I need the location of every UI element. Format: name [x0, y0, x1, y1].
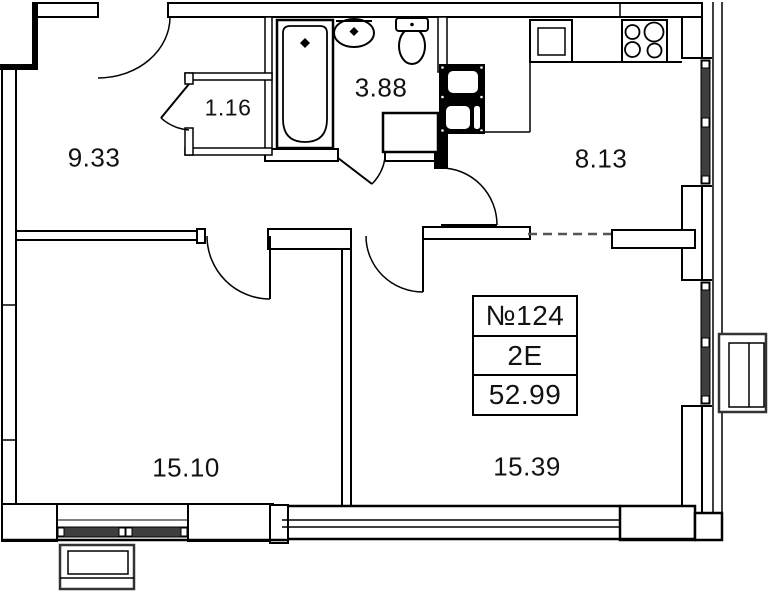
vent-shaft: [439, 64, 485, 134]
window-kitchen: [682, 57, 712, 187]
window-living-bottom: [282, 504, 695, 541]
wardrobe-door: [160, 83, 190, 131]
stove-4-burners: [621, 19, 668, 63]
living-room-door: [365, 235, 424, 293]
bedroom-door: [206, 235, 271, 300]
exterior-walls: [0, 2, 724, 544]
room-label-hall-room: 9.33: [67, 142, 121, 173]
bathtub: [275, 18, 335, 150]
room-label-bedroom: 15.10: [152, 452, 220, 483]
window-bedroom: [2, 503, 288, 542]
facade-lines: [712, 2, 723, 513]
toilet: [395, 17, 429, 65]
unit-total-area: 52.99: [472, 374, 578, 416]
room-label-wardrobe: 1.16: [204, 94, 252, 121]
unit-layout-type: 2E: [472, 334, 578, 377]
bathroom-door: [337, 157, 386, 185]
room-label-bathroom: 3.88: [354, 72, 408, 103]
windows: [2, 57, 712, 542]
unit-number: №124: [472, 295, 578, 337]
bathroom-sink: [333, 18, 375, 48]
washing-machine: [381, 111, 440, 154]
room-label-kitchen: 8.13: [574, 143, 628, 174]
entrance-door: [97, 16, 171, 79]
kitchen-door: [440, 167, 498, 226]
ac-basket: [717, 332, 768, 414]
kitchen-sink: [529, 19, 573, 63]
balcony-basket: [58, 543, 136, 591]
room-label-living-room: 15.39: [493, 451, 561, 482]
unit-info-box: №124 2E 52.99: [472, 295, 578, 416]
window-living-right: [682, 279, 712, 407]
doors: [97, 16, 498, 300]
